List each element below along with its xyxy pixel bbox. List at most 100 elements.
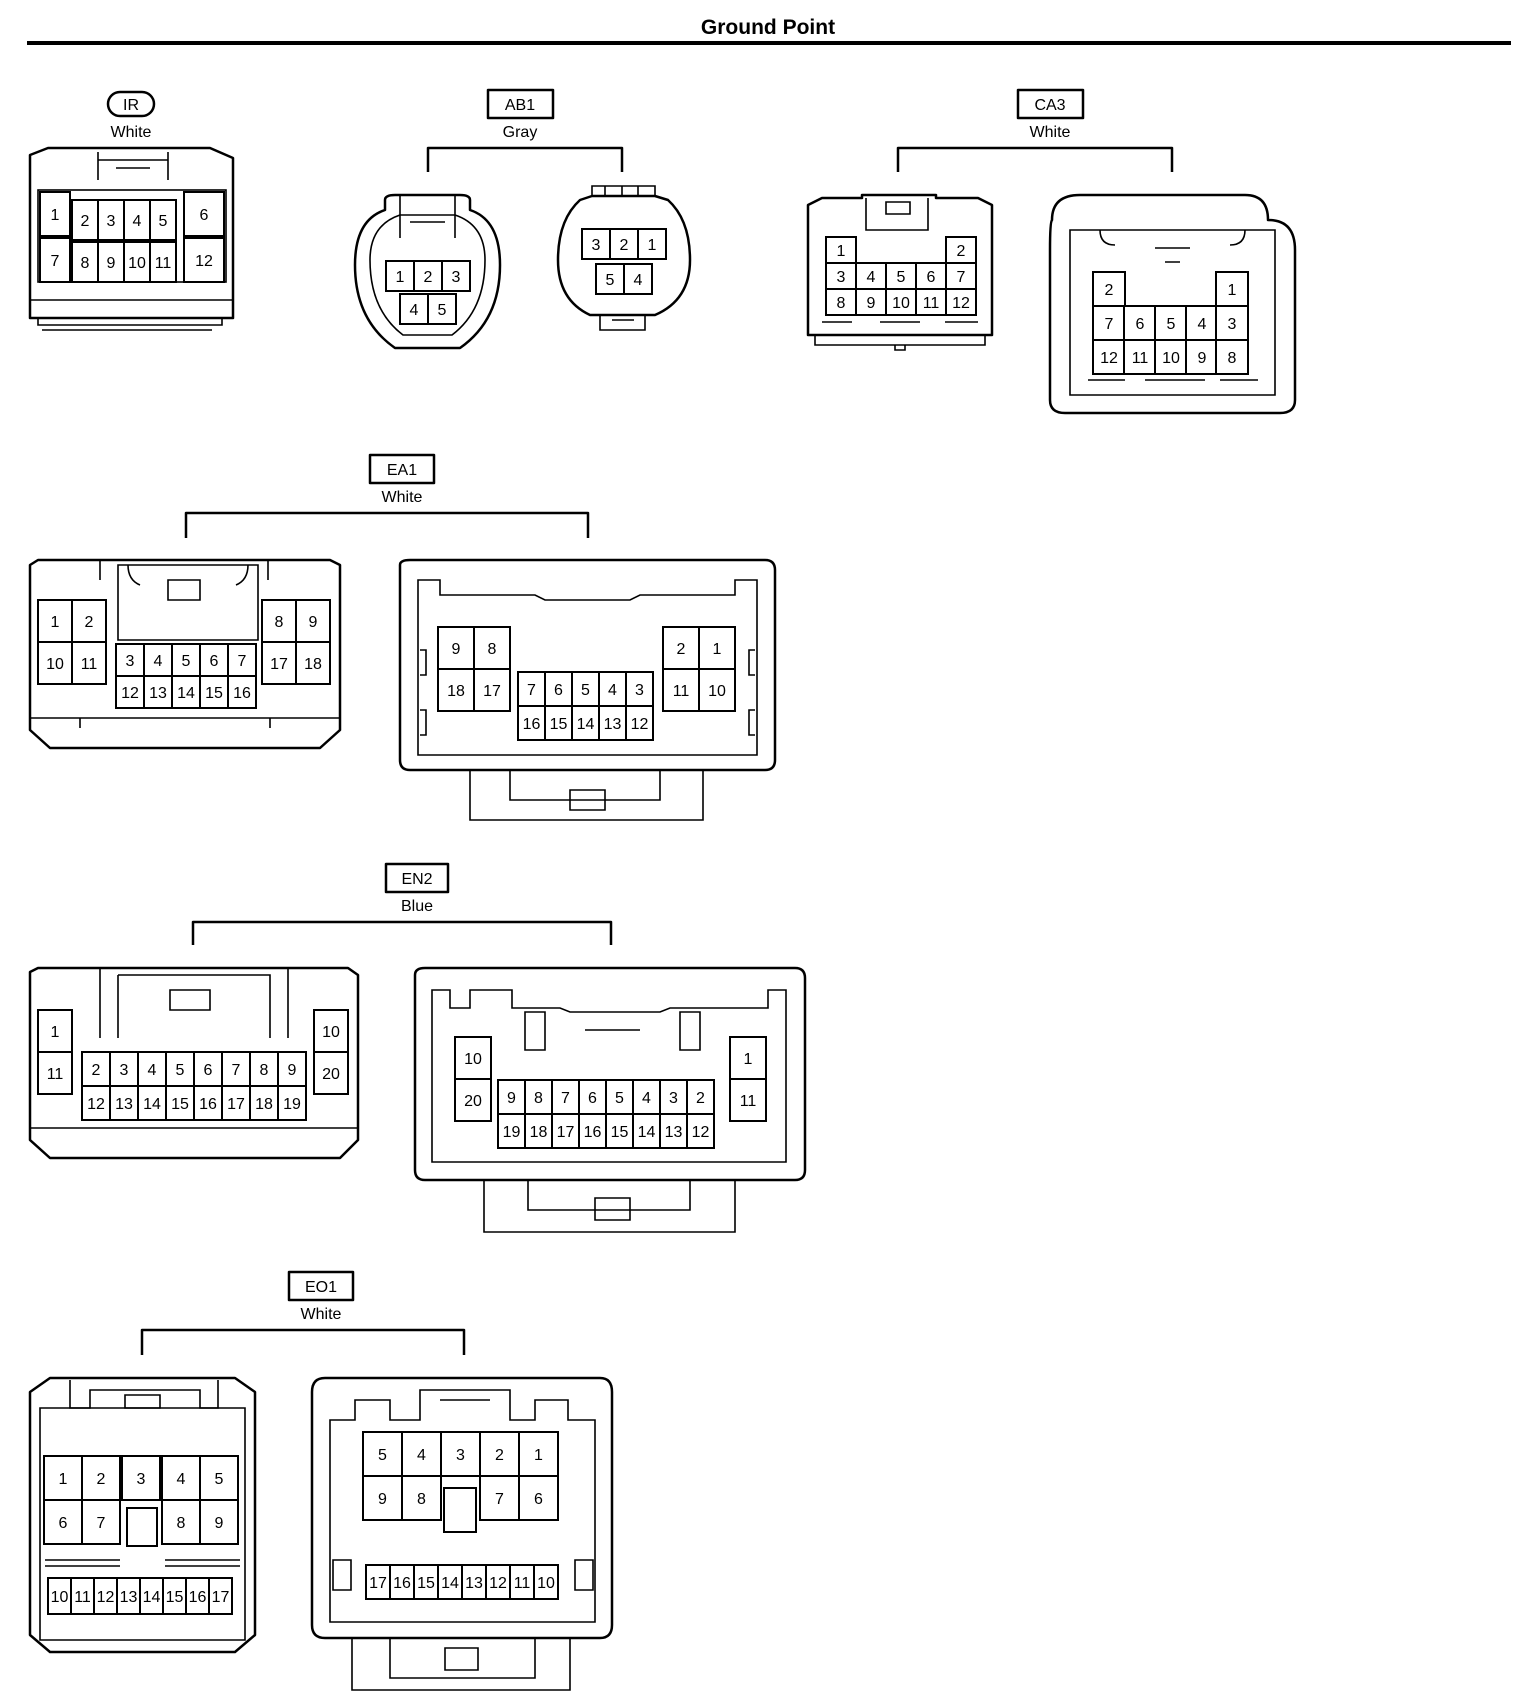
connector-bracket-ea1 [184,511,590,538]
pin-number: 12 [631,716,649,733]
pin-number: 14 [177,685,195,702]
pin-number: 16 [584,1124,602,1141]
pin-number: 12 [121,685,139,702]
pin-cell [183,237,225,283]
pin-number: 4 [417,1447,426,1464]
pin-number: 12 [195,253,213,270]
pin-cell [413,260,443,292]
pin-cell [121,1455,161,1501]
pin-cell [183,191,225,237]
pin-number: 2 [1105,282,1114,299]
pin-cell [729,1078,767,1122]
pin-number: 12 [97,1589,115,1606]
pin-number: 4 [867,269,876,286]
pin-cell [199,1499,239,1545]
pin-cell [1092,339,1126,375]
pin-number: 5 [438,302,447,319]
pin-number: 4 [642,1090,651,1107]
pin-number: 12 [692,1124,710,1141]
pin-cell [37,641,73,685]
pin-number: 3 [592,237,601,254]
pin-number: 3 [452,269,461,286]
pin-number: 11 [155,255,172,272]
pin-number: 11 [740,1093,757,1110]
pin-cell [143,675,173,709]
pin-number: 5 [378,1447,387,1464]
pin-number: 15 [171,1096,189,1113]
pin-number: 3 [669,1090,678,1107]
pin-number: 13 [465,1575,483,1592]
connector-code-ab1: AB1 [505,97,535,114]
pin-cell [698,626,736,670]
pin-number: 12 [952,295,970,312]
pin-cell [544,671,573,707]
pin-number: 12 [87,1096,105,1113]
pin-number: 12 [489,1575,507,1592]
pin-cell [578,1113,607,1149]
pin-cell [441,260,471,292]
connector-color-ea1: White [382,489,423,506]
pin-cell [1123,305,1157,341]
pin-number: 2 [696,1090,705,1107]
pin-cell [437,626,475,670]
pin-cell [729,1036,767,1080]
pin-number: 14 [638,1124,656,1141]
connector-code-box-ea1 [368,453,436,485]
pin-cell [39,237,71,283]
pin-cell [208,1577,233,1615]
pin-cell [625,705,654,741]
pin-number: 1 [396,269,405,286]
pin-number: 3 [107,213,116,230]
pin-number: 19 [283,1096,301,1113]
pin-cell [143,643,173,677]
pin-cell [533,1564,559,1600]
pin-number: 3 [456,1447,465,1464]
pin-number: 13 [665,1124,683,1141]
pin-number: 3 [1228,316,1237,333]
pin-cell [295,641,331,685]
pin-number: 4 [154,653,163,670]
pin-number: 7 [495,1491,504,1508]
pin-cell [544,705,573,741]
pin-cell [485,1564,511,1600]
pin-cell [249,1085,279,1121]
pin-cell [454,1036,492,1080]
pin-cell [199,1455,239,1501]
pin-number: 10 [537,1575,555,1592]
pin-cell [313,1009,349,1053]
pin-number: 13 [604,716,622,733]
pin-cell [193,1051,223,1087]
pin-cell [149,241,177,283]
pin-cell [413,1564,439,1600]
connector-code-ir: IR [123,97,139,114]
pin-cell [945,236,977,264]
pin-number: 4 [133,213,142,230]
pin-number: 6 [210,653,219,670]
pin-cell [123,241,151,283]
pin-cell [623,263,653,295]
pin-number: 9 [107,255,116,272]
pin-number: 5 [581,682,590,699]
pin-number: 20 [464,1093,482,1110]
pin-cell [632,1113,661,1149]
pin-cell [81,1499,121,1545]
pin-cell [227,675,257,709]
pin-number: 5 [215,1471,224,1488]
pin-number: 4 [1198,316,1207,333]
pin-number: 1 [59,1471,68,1488]
pin-number: 4 [177,1471,186,1488]
pin-number: 3 [837,269,846,286]
pin-number: 10 [1162,350,1180,367]
pin-number: 13 [120,1589,138,1606]
pin-number: 15 [205,685,223,702]
pin-cell [1123,339,1157,375]
pin-number: 14 [441,1575,459,1592]
pin-number: 17 [212,1589,230,1606]
pin-number: 10 [322,1024,340,1041]
connector-color-en2: Blue [401,898,433,915]
pin-number: 1 [744,1051,753,1068]
